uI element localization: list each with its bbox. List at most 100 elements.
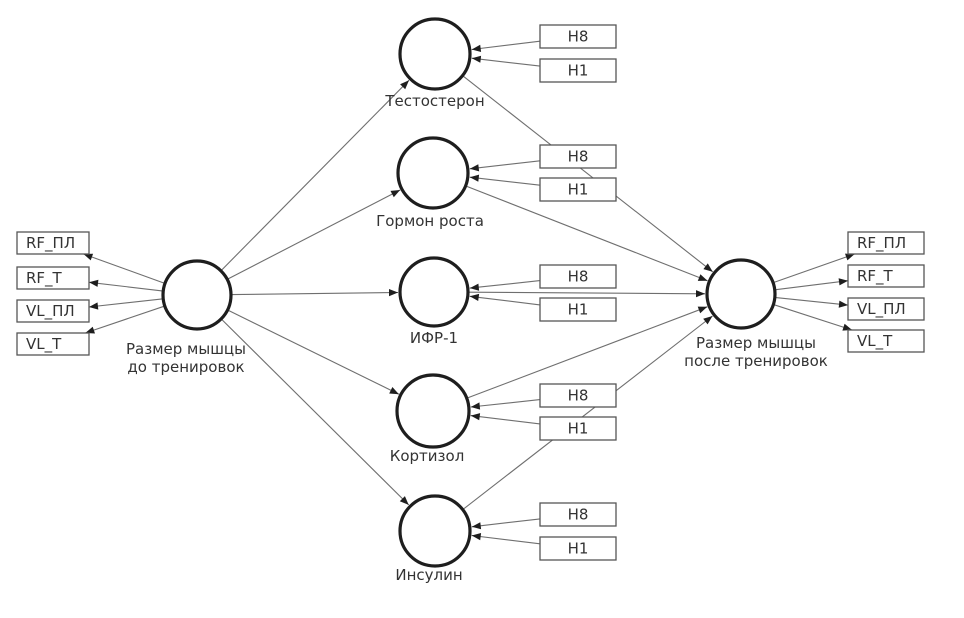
edge-pre_size-to-cortisol bbox=[228, 309, 400, 395]
observed-box-vl_pl_right bbox=[847, 297, 925, 321]
arrowhead-h8_igf1-to-igf1 bbox=[469, 283, 480, 291]
observed-box-vl_t_right bbox=[847, 329, 925, 353]
arrowhead-pre_size-to-testosterone bbox=[400, 80, 409, 90]
observed-label-vl_t_left: VL_T bbox=[26, 335, 62, 354]
edge-h8_growth_hormone-to-growth_hormone bbox=[469, 160, 541, 170]
observed-label-h1_insulin: Н1 bbox=[568, 540, 589, 558]
observed-label-h8_testosterone: Н8 bbox=[568, 28, 589, 46]
edge-post_size-to-rf_pl_right bbox=[773, 253, 855, 283]
observed-box-rf_t_right bbox=[847, 264, 925, 288]
observed-label-h8_igf1: Н8 bbox=[568, 268, 589, 286]
latent-node-igf1 bbox=[398, 256, 470, 328]
edge-pre_size-to-vl_t_left bbox=[85, 305, 165, 334]
latent-label-post_size-line2: после тренировок bbox=[684, 352, 828, 370]
observed-box-h8_growth_hormone bbox=[539, 144, 617, 169]
observed-box-h8_insulin bbox=[539, 502, 617, 527]
observed-label-rf_t_right: RF_T bbox=[857, 267, 894, 286]
edge-pre_size-to-igf1 bbox=[231, 291, 399, 296]
arrowhead-pre_size-to-rf_pl_left bbox=[83, 253, 94, 261]
observed-label-h8_growth_hormone: Н8 bbox=[568, 148, 589, 166]
arrowhead-cortisol-to-post_size bbox=[697, 306, 708, 314]
arrowhead-igf1-to-post_size bbox=[696, 290, 705, 298]
edge-h8_insulin-to-insulin bbox=[471, 518, 541, 528]
arrowhead-pre_size-to-vl_pl_left bbox=[89, 302, 99, 310]
latent-circles-layer bbox=[161, 17, 777, 568]
arrowhead-pre_size-to-vl_t_left bbox=[85, 326, 95, 334]
latent-node-post_size bbox=[705, 258, 777, 330]
edge-h1_growth_hormone-to-growth_hormone bbox=[469, 176, 541, 186]
edges-layer bbox=[83, 40, 855, 545]
observed-label-h8_insulin: Н8 bbox=[568, 506, 589, 524]
arrowhead-h1_growth_hormone-to-growth_hormone bbox=[469, 174, 480, 182]
arrowhead-pre_size-to-cortisol bbox=[389, 387, 399, 395]
arrowhead-insulin-to-post_size bbox=[703, 316, 713, 325]
arrowhead-pre_size-to-igf1 bbox=[389, 289, 398, 297]
observed-box-rf_pl_left bbox=[16, 231, 90, 255]
edge-h8_cortisol-to-cortisol bbox=[470, 399, 541, 408]
observed-label-h1_testosterone: Н1 bbox=[568, 62, 589, 80]
latent-label-cortisol-line1: Кортизол bbox=[390, 447, 465, 465]
observed-box-h1_growth_hormone bbox=[539, 177, 617, 202]
arrowhead-post_size-to-rf_t_right bbox=[838, 278, 848, 286]
observed-label-rf_pl_right: RF_ПЛ bbox=[857, 234, 906, 253]
latent-label-pre_size-line2: до тренировок bbox=[127, 358, 244, 376]
edge-insulin-to-post_size bbox=[463, 315, 713, 510]
observed-box-vl_t_left bbox=[16, 332, 90, 356]
latent-node-growth_hormone bbox=[396, 136, 470, 210]
arrowhead-pre_size-to-rf_t_left bbox=[89, 279, 99, 287]
edge-post_size-to-vl_t_right bbox=[774, 304, 853, 331]
observed-label-h8_cortisol: Н8 bbox=[568, 387, 589, 405]
latent-node-testosterone bbox=[398, 17, 472, 91]
observed-box-h1_testosterone bbox=[539, 58, 617, 83]
arrowhead-growth_hormone-to-post_size bbox=[697, 274, 708, 281]
latent-label-pre_size-line1: Размер мышцы bbox=[126, 340, 246, 358]
arrowhead-h1_insulin-to-insulin bbox=[471, 533, 482, 541]
observed-label-vl_pl_left: VL_ПЛ bbox=[26, 302, 75, 321]
observed-box-h8_cortisol bbox=[539, 383, 617, 408]
observed-box-h1_insulin bbox=[539, 536, 617, 561]
edge-h1_insulin-to-insulin bbox=[471, 534, 541, 545]
edge-h8_igf1-to-igf1 bbox=[469, 280, 541, 289]
observed-box-vl_pl_left bbox=[16, 299, 90, 323]
edge-h8_testosterone-to-testosterone bbox=[471, 40, 541, 51]
edge-igf1-to-post_size bbox=[468, 291, 706, 295]
observed-label-vl_pl_right: VL_ПЛ bbox=[857, 300, 906, 319]
observed-box-h1_igf1 bbox=[539, 297, 617, 322]
observed-label-rf_pl_left: RF_ПЛ bbox=[26, 234, 75, 253]
arrowhead-h8_cortisol-to-cortisol bbox=[470, 402, 481, 410]
observed-label-rf_t_left: RF_T bbox=[26, 269, 63, 288]
observed-box-rf_t_left bbox=[16, 266, 90, 290]
edge-pre_size-to-vl_pl_left bbox=[88, 298, 163, 308]
arrowhead-pre_size-to-insulin bbox=[399, 496, 409, 505]
edge-post_size-to-rf_t_right bbox=[775, 280, 849, 291]
observed-box-h8_testosterone bbox=[539, 24, 617, 49]
edge-h1_igf1-to-igf1 bbox=[469, 295, 541, 306]
latent-label-post_size-line1: Размер мышцы bbox=[696, 334, 816, 352]
observed-label-h1_cortisol: Н1 bbox=[568, 420, 589, 438]
edge-pre_size-to-growth_hormone bbox=[227, 189, 401, 280]
latent-label-growth_hormone-line1: Гормон роста bbox=[376, 212, 484, 230]
arrowhead-h1_cortisol-to-cortisol bbox=[470, 413, 481, 421]
arrowhead-post_size-to-vl_pl_right bbox=[838, 300, 848, 308]
latent-node-pre_size bbox=[161, 259, 233, 331]
edge-pre_size-to-testosterone bbox=[221, 79, 410, 271]
arrowhead-testosterone-to-post_size bbox=[703, 263, 713, 272]
arrowhead-h1_testosterone-to-testosterone bbox=[471, 55, 482, 63]
edge-cortisol-to-post_size bbox=[467, 306, 708, 399]
arrowhead-pre_size-to-growth_hormone bbox=[390, 190, 401, 198]
edge-testosterone-to-post_size bbox=[462, 75, 714, 273]
edge-pre_size-to-rf_pl_left bbox=[83, 253, 165, 284]
edge-h1_cortisol-to-cortisol bbox=[470, 415, 541, 425]
observed-box-rf_pl_right bbox=[847, 231, 925, 255]
arrowhead-h8_testosterone-to-testosterone bbox=[471, 44, 482, 52]
latent-node-cortisol bbox=[395, 373, 471, 449]
edge-pre_size-to-insulin bbox=[221, 319, 410, 506]
observed-label-h1_growth_hormone: Н1 bbox=[568, 181, 589, 199]
arrowhead-post_size-to-rf_pl_right bbox=[845, 253, 855, 261]
latent-node-insulin bbox=[398, 494, 472, 568]
observed-box-h8_igf1 bbox=[539, 264, 617, 289]
latent-label-insulin-line1: Инсулин bbox=[395, 566, 462, 584]
